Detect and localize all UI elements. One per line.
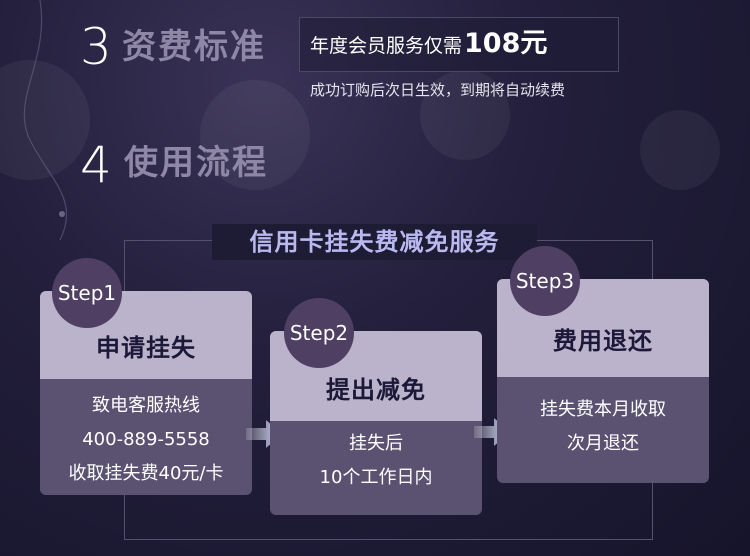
bokeh-decoration	[640, 110, 720, 190]
step1-line: 收取挂失费40元/卡	[68, 463, 224, 484]
price-text: 年度会员服务仅需108元	[310, 30, 547, 57]
step2-line: 10个工作日内	[319, 467, 433, 488]
bokeh-decoration	[200, 80, 310, 190]
step3-line: 挂失费本月收取	[540, 399, 666, 420]
section4-title: 使用流程	[124, 143, 268, 183]
price-amount: 108元	[464, 28, 548, 59]
step2-line: 挂失后	[349, 433, 403, 454]
step2-card: 提出减免 挂失后 10个工作日内	[270, 331, 482, 515]
step2-badge: Step2	[284, 298, 354, 368]
section4-number: 4	[80, 136, 112, 194]
step1-line: 400-889-5558	[82, 429, 210, 450]
step3-badge: Step3	[510, 246, 580, 316]
step1-badge: Step1	[52, 258, 122, 328]
step1-line: 致电客服热线	[92, 395, 200, 416]
bokeh-decoration	[420, 70, 510, 160]
step1-body: 致电客服热线 400-889-5558 收取挂失费40元/卡	[40, 379, 252, 491]
step3-line: 次月退还	[567, 433, 639, 454]
price-label: 年度会员服务仅需	[310, 35, 463, 57]
price-note: 成功订购后次日生效，到期将自动续费	[310, 81, 566, 99]
section3-number: 3	[80, 18, 112, 76]
step3-card: 费用退还 挂失费本月收取 次月退还	[497, 279, 709, 483]
step1-card: 申请挂失 致电客服热线 400-889-5558 收取挂失费40元/卡	[40, 291, 252, 495]
price-box	[299, 17, 619, 72]
step2-body: 挂失后 10个工作日内	[270, 421, 482, 495]
step3-body: 挂失费本月收取 次月退还	[497, 377, 709, 461]
service-title: 信用卡挂失费减免服务	[212, 224, 537, 260]
section3-title: 资费标准	[122, 27, 266, 67]
